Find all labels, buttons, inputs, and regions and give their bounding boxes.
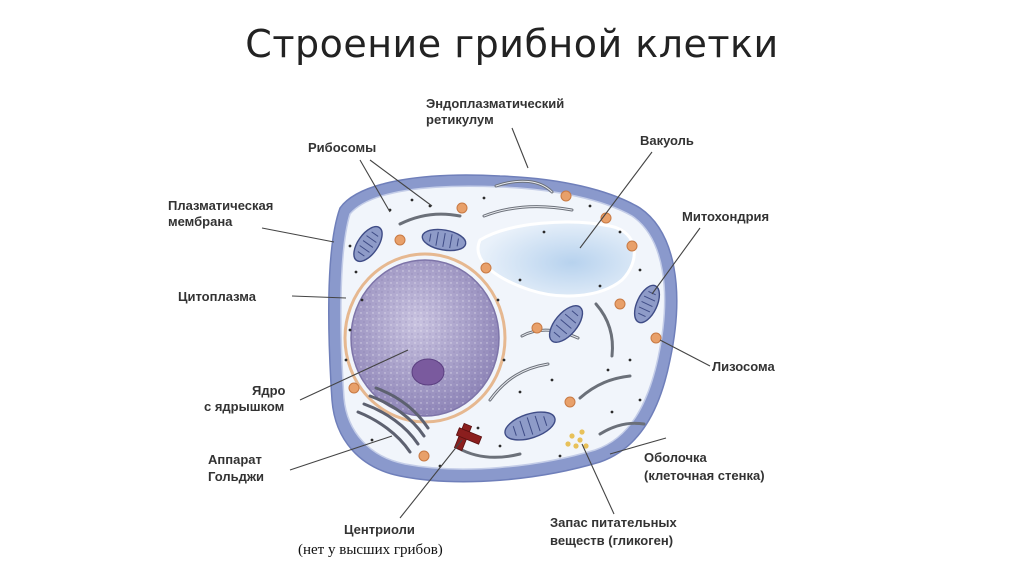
labels: Эндоплазматический ретикулум Рибосомы Ва… <box>168 96 775 558</box>
ribosomes <box>344 196 642 468</box>
label-er-line2: ретикулум <box>426 112 494 127</box>
label-centrioles-note: (нет у высших грибов) <box>298 542 443 558</box>
label-plasma-line2: мембрана <box>168 214 233 229</box>
glycogen-granules <box>565 429 589 449</box>
label-wall-line1: Оболочка <box>644 450 708 465</box>
mitochondrion <box>633 284 661 324</box>
mitochondrion <box>353 225 383 263</box>
label-plasma-line1: Плазматическая <box>168 198 273 213</box>
golgi-apparatus <box>356 386 430 454</box>
mitochondria-group <box>353 225 661 441</box>
label-glycogen-line2: веществ (гликоген) <box>550 533 673 548</box>
label-mitochondria: Митохондрия <box>682 209 769 224</box>
mitochondrion <box>421 228 467 252</box>
mitochondrion <box>548 305 584 343</box>
nucleus-texture <box>352 261 498 415</box>
label-glycogen-line1: Запас питательных <box>550 515 678 530</box>
er-highlight <box>483 180 579 401</box>
label-centrioles: Центриоли <box>344 522 415 537</box>
label-vacuole: Вакуоль <box>640 133 694 148</box>
label-ribosomes: Рибосомы <box>308 140 376 155</box>
nucleolus <box>411 358 445 386</box>
label-wall-line2: (клеточная стенка) <box>644 468 765 483</box>
slide-title: Строение грибной клетки <box>245 22 779 66</box>
label-golgi-line1: Аппарат <box>208 452 262 467</box>
label-nucleus-line2: с ядрышком <box>204 399 284 414</box>
label-er-line1: Эндоплазматический <box>426 96 564 111</box>
mitochondrion <box>504 411 556 441</box>
leader-lines <box>261 127 711 519</box>
vacuole <box>476 220 636 298</box>
label-cytoplasm: Цитоплазма <box>178 289 257 304</box>
label-nucleus-line1: Ядро <box>252 383 286 398</box>
lysosomes <box>348 190 662 462</box>
label-lysosome: Лизосома <box>712 359 775 374</box>
label-golgi-line2: Гольджи <box>208 469 264 484</box>
